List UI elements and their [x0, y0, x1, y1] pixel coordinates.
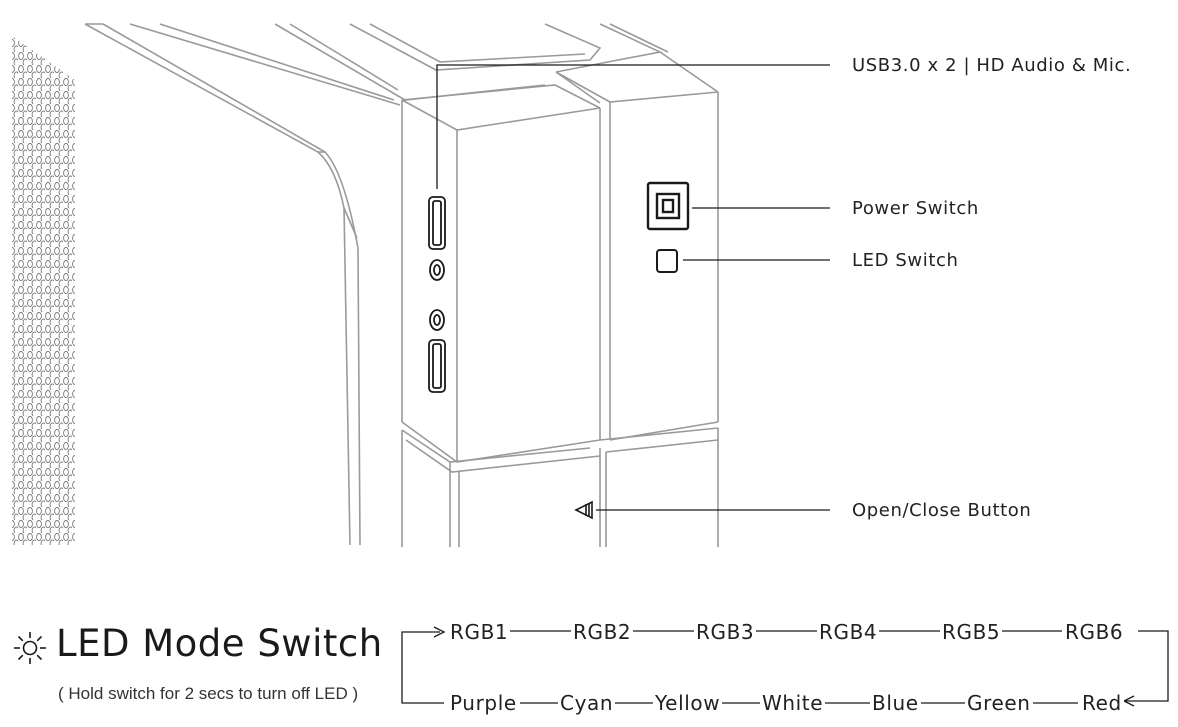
color-mode-white: White [760, 691, 826, 715]
rgb-mode-5: RGB5 [940, 620, 1003, 644]
led-switch-icon[interactable] [656, 249, 678, 273]
rgb-mode-1: RGB1 [448, 620, 511, 644]
power-switch-icon[interactable] [646, 181, 690, 231]
color-mode-red: Red [1080, 691, 1124, 715]
color-mode-yellow: Yellow [653, 691, 723, 715]
lower-drive-bays [401, 427, 719, 547]
callout-open-close-label: Open/Close Button [852, 500, 1032, 521]
loop-left-arrowhead [433, 626, 446, 638]
loop-right-arrowhead [1122, 695, 1135, 707]
usb-port-top [428, 196, 446, 250]
callout-led-label: LED Switch [852, 250, 959, 271]
color-mode-purple: Purple [448, 691, 519, 715]
led-mode-hint: ( Hold switch for 2 secs to turn off LED… [58, 684, 359, 703]
callout-leaders [436, 64, 830, 511]
front-io-bezel [401, 71, 719, 463]
loop-left-bracket [401, 631, 444, 704]
rgb-mode-3: RGB3 [694, 620, 757, 644]
side-mesh-panel [12, 36, 75, 545]
audio-jack-mic [429, 309, 445, 331]
color-mode-blue: Blue [870, 691, 921, 715]
rgb-mode-2: RGB2 [571, 620, 634, 644]
color-mode-green: Green [965, 691, 1033, 715]
usb-leader-line [436, 64, 830, 189]
usb-port-bottom [428, 339, 446, 393]
callout-power-label: Power Switch [852, 198, 979, 219]
led-mode-title: LED Mode Switch [56, 622, 383, 665]
sun-icon [14, 632, 46, 664]
open-close-button-icon[interactable] [574, 500, 593, 520]
audio-jack-headphone [429, 259, 445, 281]
rgb-mode-6: RGB6 [1063, 620, 1126, 644]
loop-right-bracket [1124, 630, 1169, 702]
callout-usb-label: USB3.0 x 2 | HD Audio & Mic. [852, 55, 1132, 76]
side-panel-outline [84, 23, 401, 546]
color-mode-cyan: Cyan [558, 691, 616, 715]
rgb-mode-4: RGB4 [817, 620, 880, 644]
